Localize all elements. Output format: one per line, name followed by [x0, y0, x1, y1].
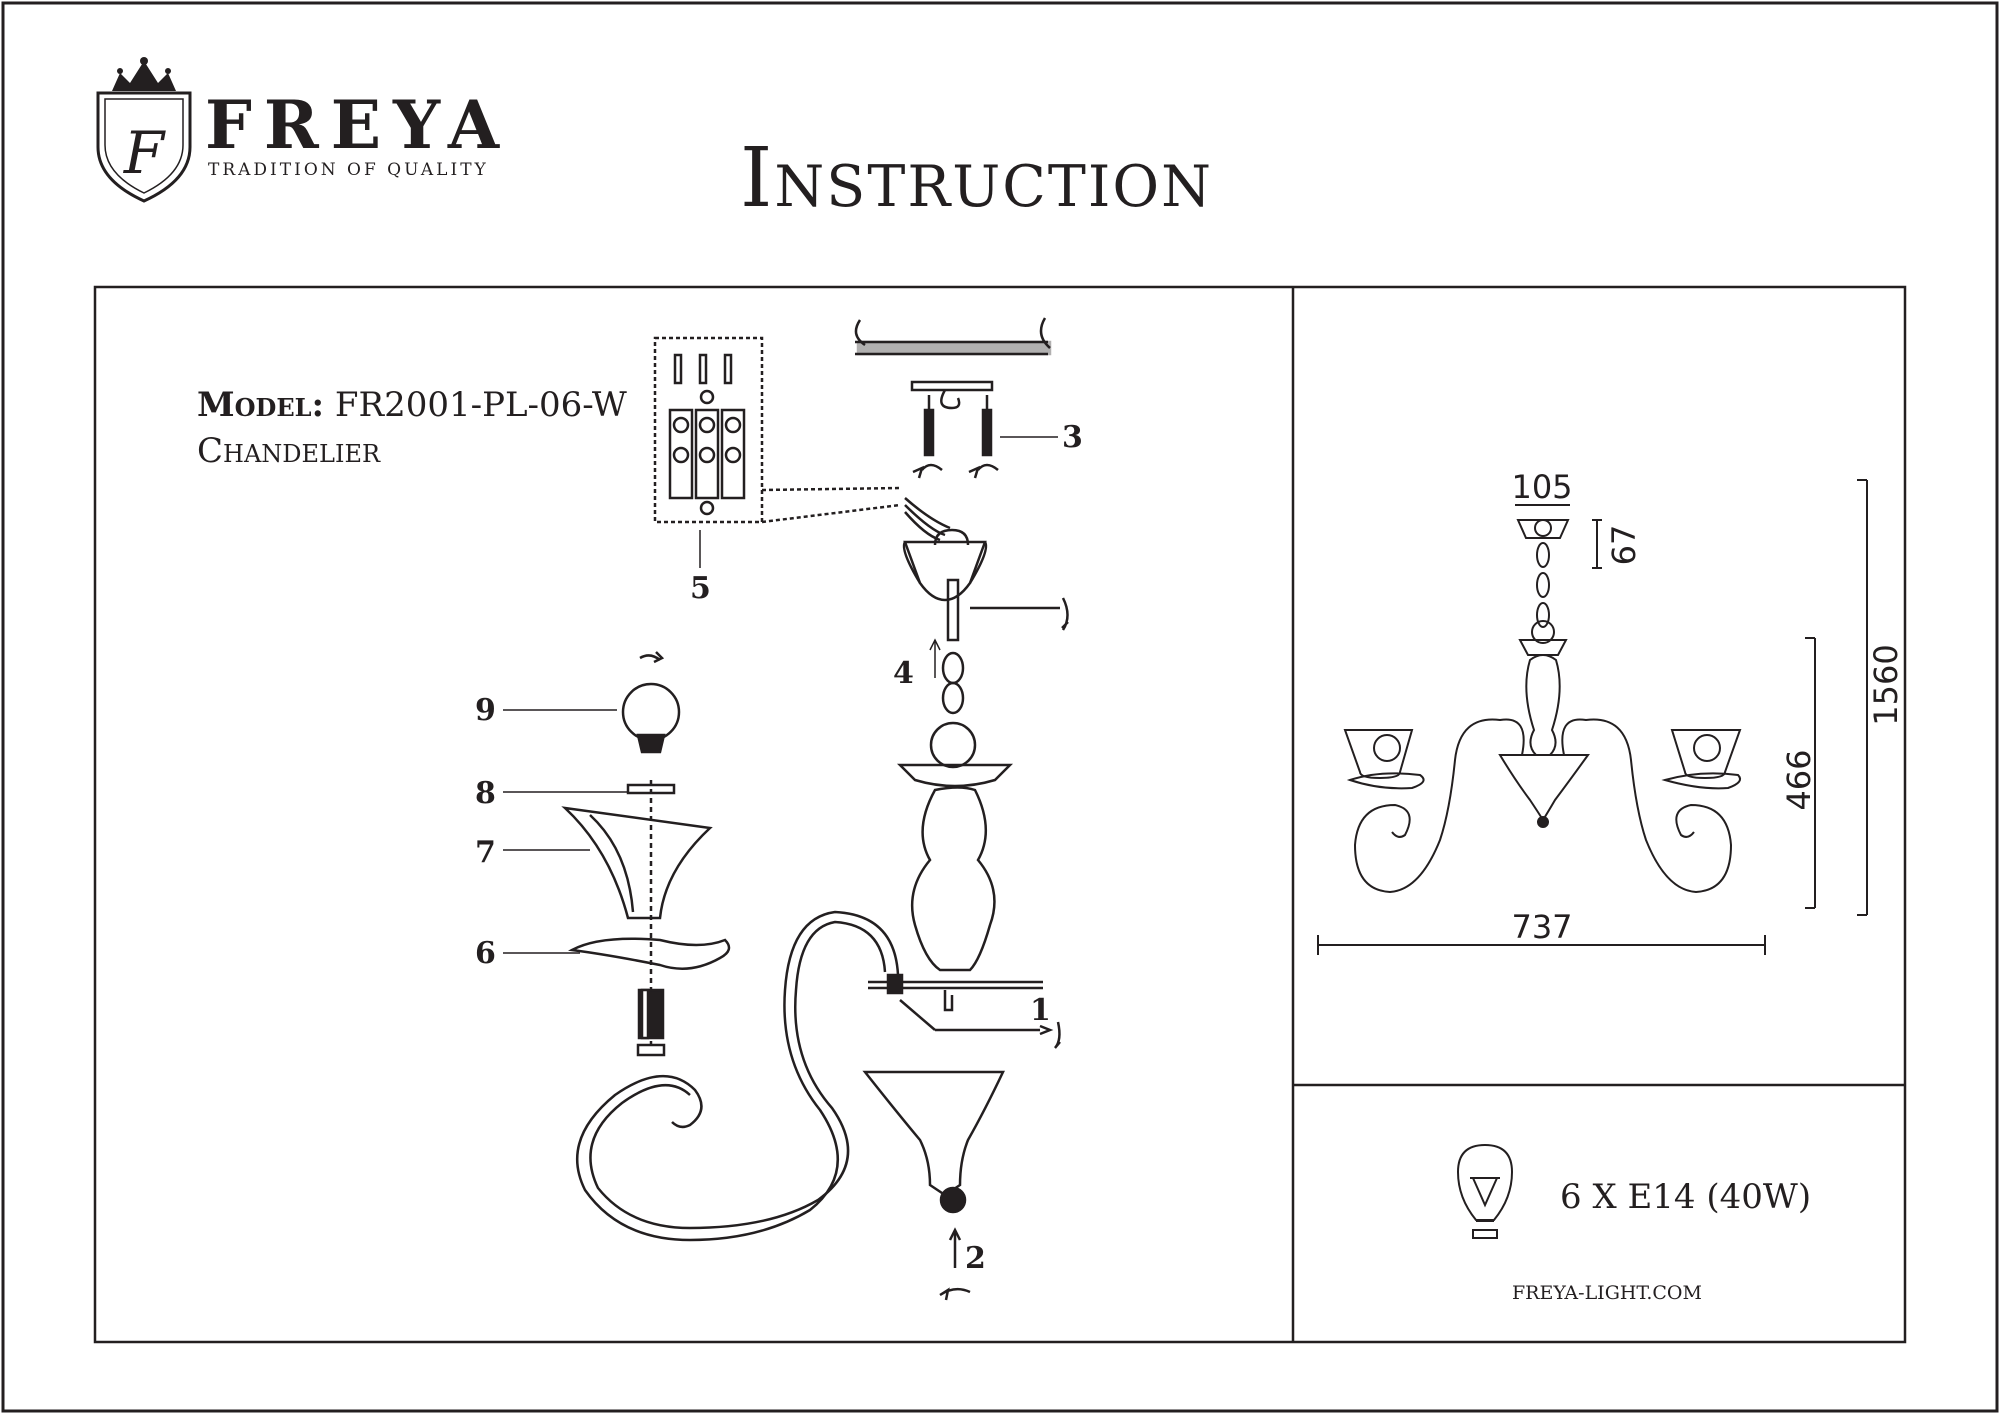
- assembly-callouts: 1 2 3 4 5 6 7 8 9: [475, 420, 1083, 1276]
- page-title: Instruction: [740, 131, 1214, 226]
- socket-ring: [626, 783, 676, 795]
- callout-2: 2: [965, 1241, 986, 1276]
- ceiling-canopy: [902, 497, 988, 602]
- center-vase: [910, 786, 996, 972]
- bulb-spec: 6 X E14 (40W): [1560, 1177, 1812, 1217]
- dim-body-height: 466: [1780, 749, 1818, 810]
- glass-shade: [561, 806, 713, 920]
- callout-4: 4: [893, 656, 914, 691]
- upper-cup: [896, 763, 1014, 788]
- bulb: [621, 651, 681, 754]
- model-line: Model: FR2001-PL-06-W: [197, 388, 627, 422]
- assembly-diagram: [503, 317, 1069, 1301]
- callout-1: 1: [1030, 993, 1051, 1028]
- arm-plate: [868, 973, 1061, 1049]
- callout-7: 7: [475, 835, 496, 870]
- dim-total-height: 1560: [1867, 644, 1905, 725]
- product-type: Chandelier: [197, 431, 381, 471]
- callout-6: 6: [475, 936, 496, 971]
- ceiling-section: [854, 317, 1052, 356]
- bottom-bowl: [862, 1070, 1005, 1301]
- dimension-labels: 105 67 1560 466 737: [1511, 468, 1905, 946]
- bulb-icon: [1456, 1143, 1514, 1239]
- callout-9: 9: [475, 693, 496, 728]
- brand-name: FREYA: [205, 86, 512, 164]
- freya-crest-logo: F: [96, 57, 192, 203]
- dim-diameter: 737: [1511, 908, 1572, 946]
- content-frame: [93, 285, 1907, 1344]
- callout-leaders: [503, 436, 1058, 954]
- callout-3: 3: [1062, 420, 1083, 455]
- petal-tray: [567, 937, 731, 970]
- model-number: FR2001-PL-06-W: [334, 385, 627, 425]
- socket-assembly: [636, 780, 666, 1057]
- terminal-block-inset: [653, 336, 901, 524]
- dim-canopy-height: 67: [1605, 525, 1643, 566]
- website-url: FREYA-LIGHT.COM: [1512, 1282, 1702, 1304]
- chandelier-arm: [576, 910, 900, 1242]
- dim-canopy-width: 105: [1511, 468, 1572, 506]
- mounting-bracket: [910, 380, 999, 479]
- callout-5: 5: [690, 571, 711, 606]
- callout-8: 8: [475, 776, 496, 811]
- crest-letter: F: [123, 119, 166, 187]
- rod-and-chain: [929, 578, 1069, 769]
- brand-tagline: TRADITION OF QUALITY: [208, 160, 489, 180]
- dimension-drawing: [1317, 479, 1868, 955]
- model-label: Model:: [197, 385, 325, 425]
